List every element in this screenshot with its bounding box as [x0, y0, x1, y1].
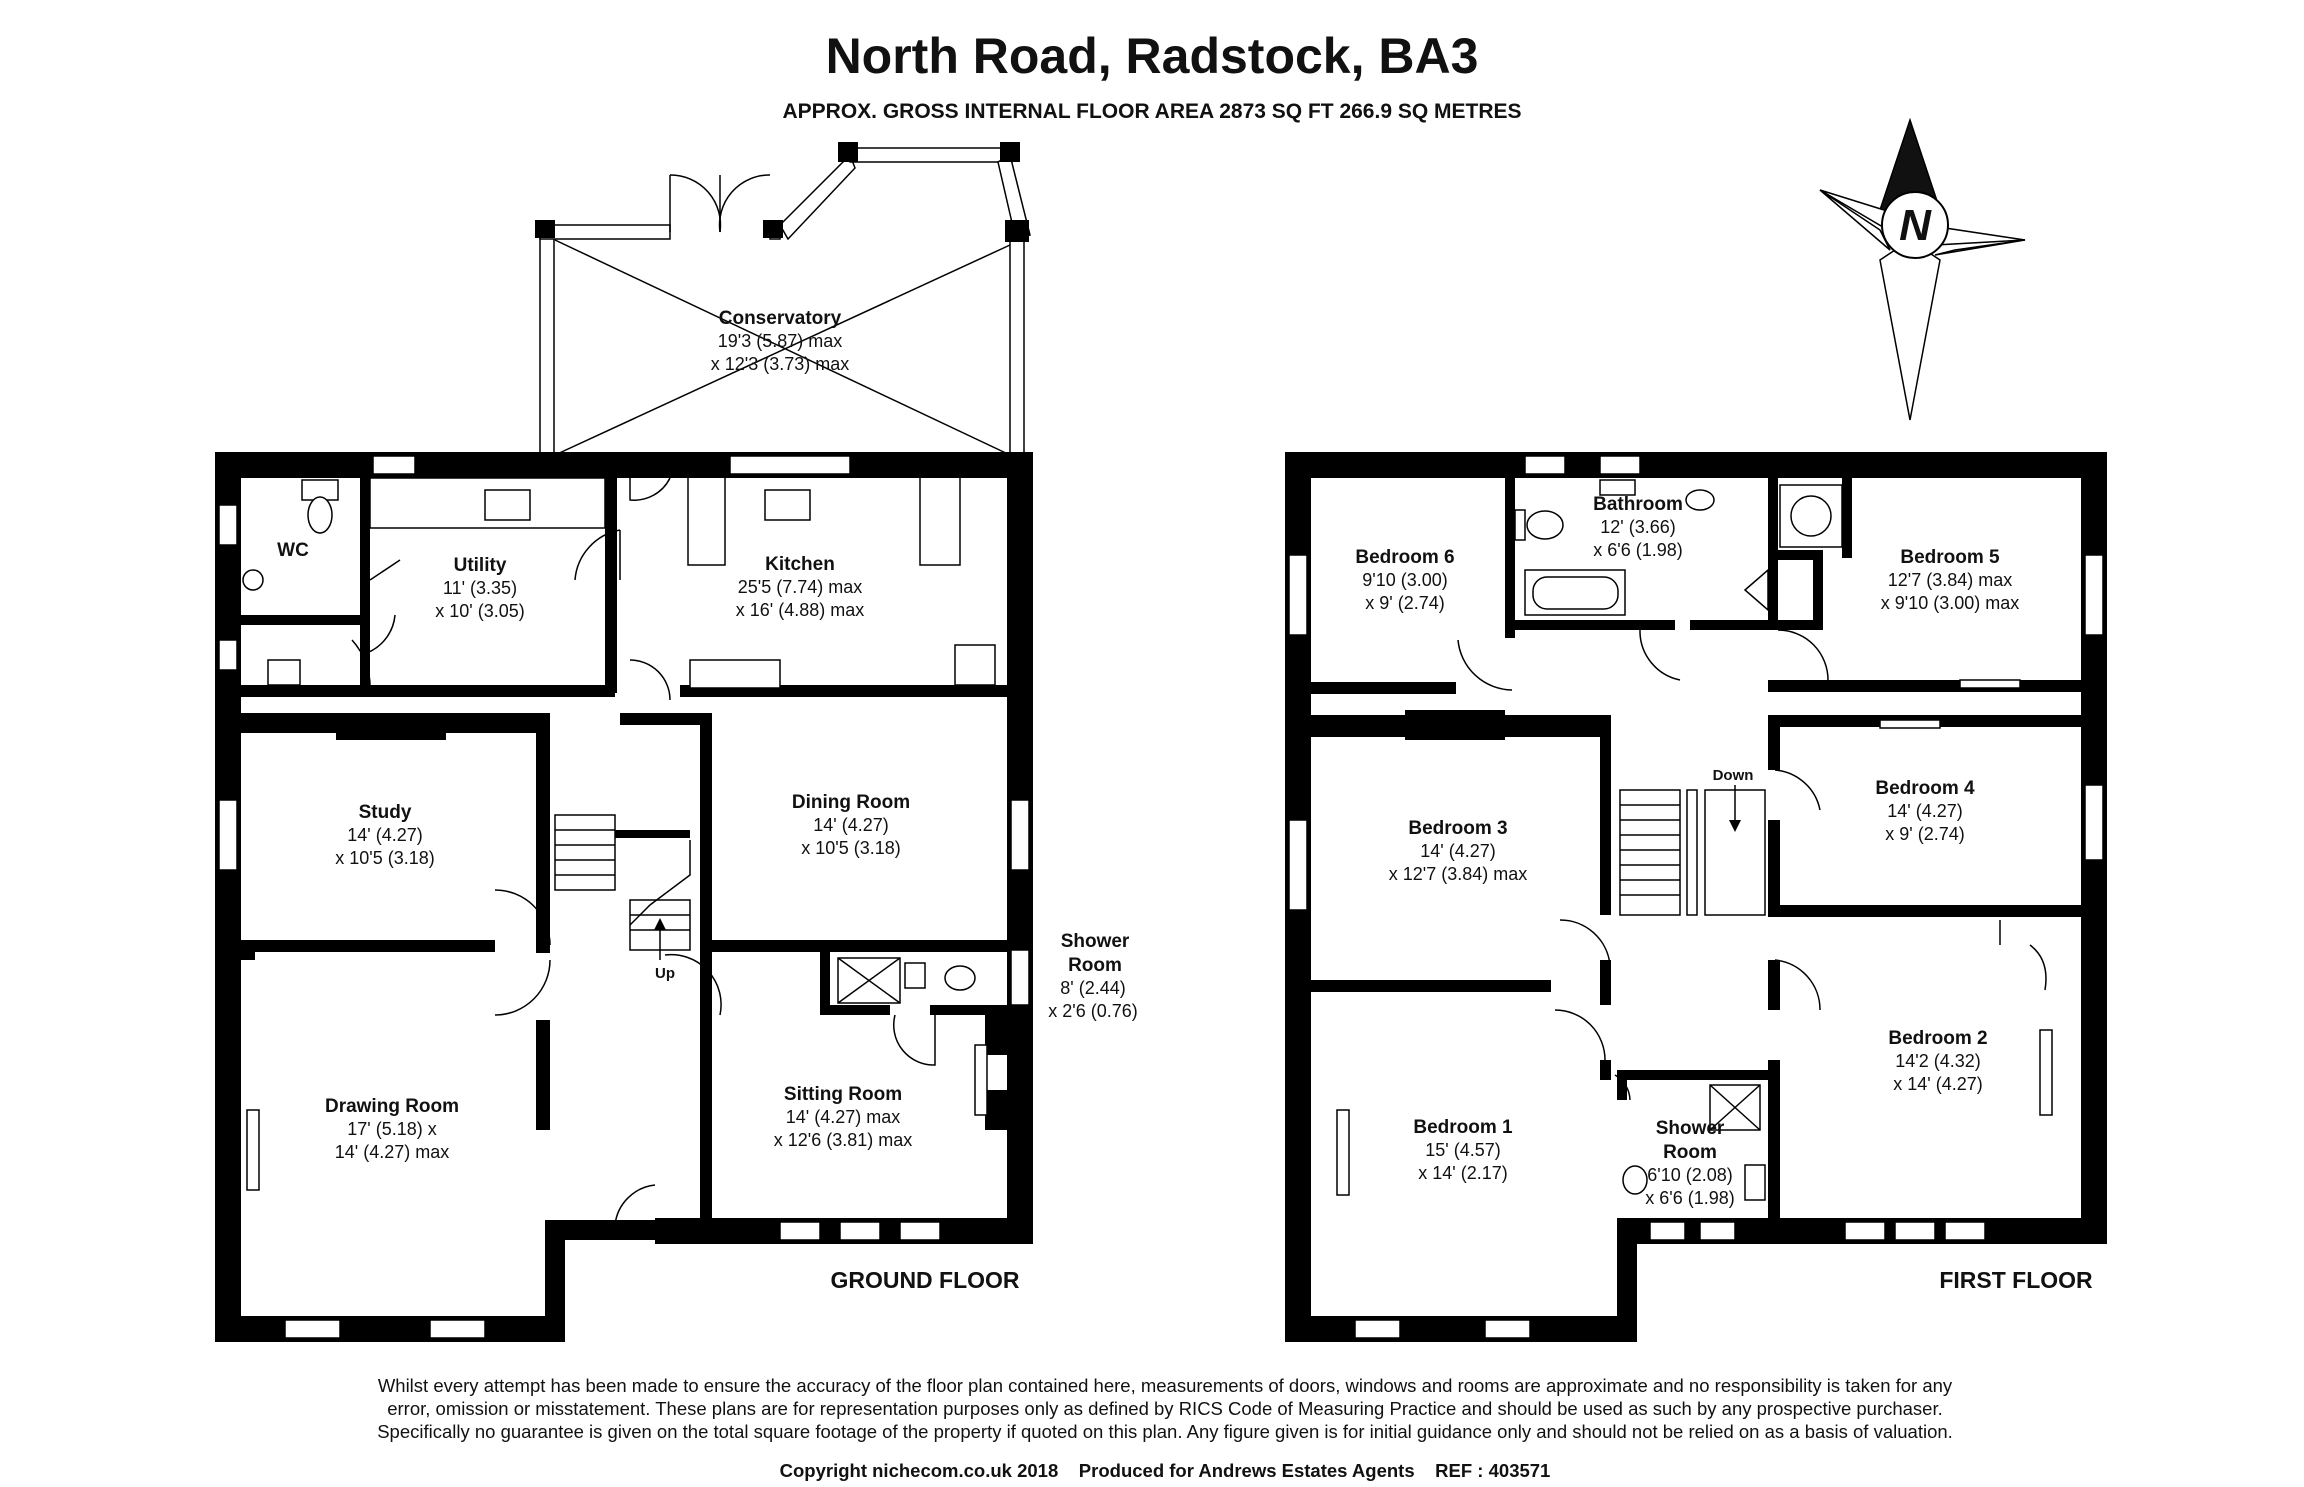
svg-text:14' (4.27): 14' (4.27) — [1420, 841, 1495, 861]
svg-text:x 12'7 (3.84) max: x 12'7 (3.84) max — [1389, 864, 1528, 884]
first-floor-stairs — [1619, 785, 1766, 916]
svg-text:8' (2.44): 8' (2.44) — [1060, 978, 1125, 998]
room-wc: WC — [277, 540, 309, 561]
svg-text:12' (3.66): 12' (3.66) — [1600, 517, 1675, 537]
svg-text:Shower: Shower — [1656, 1118, 1725, 1139]
svg-text:Bedroom 3: Bedroom 3 — [1408, 818, 1507, 839]
svg-text:Kitchen: Kitchen — [765, 554, 835, 575]
svg-text:15' (4.57): 15' (4.57) — [1425, 1140, 1500, 1160]
svg-text:Sitting Room: Sitting Room — [784, 1084, 902, 1105]
room-bedroom-5: Bedroom 5 12'7 (3.84) max x 9'10 (3.00) … — [1881, 547, 2020, 613]
compass-icon: N — [1819, 117, 2026, 421]
svg-text:14' (4.27): 14' (4.27) — [347, 825, 422, 845]
svg-text:x 10'5 (3.18): x 10'5 (3.18) — [801, 838, 901, 858]
ground-floor-plan: Conservatory 19'3 (5.87) max x 12'3 (3.7… — [215, 142, 1138, 1342]
room-conservatory: Conservatory 19'3 (5.87) max x 12'3 (3.7… — [711, 308, 850, 374]
svg-text:Room: Room — [1068, 955, 1122, 976]
svg-text:Bedroom 1: Bedroom 1 — [1413, 1117, 1513, 1138]
room-bedroom-4: Bedroom 4 14' (4.27) x 9' (2.74) — [1875, 778, 1975, 844]
disclaimer-line-1: Whilst every attempt has been made to en… — [378, 1375, 1953, 1396]
svg-text:17' (5.18) x: 17' (5.18) x — [347, 1119, 436, 1139]
svg-text:x 9' (2.74): x 9' (2.74) — [1365, 593, 1444, 613]
ground-floor-stairs — [554, 814, 691, 960]
disclaimer-line-2: error, omission or misstatement. These p… — [387, 1398, 1943, 1419]
svg-text:x 12'3 (3.73) max: x 12'3 (3.73) max — [711, 354, 850, 374]
room-ground-shower: Shower Room 8' (2.44) x 2'6 (0.76) — [1048, 931, 1137, 1021]
stair-up-label: Up — [655, 965, 675, 982]
svg-text:x 14' (4.27): x 14' (4.27) — [1893, 1074, 1982, 1094]
svg-text:14' (4.27): 14' (4.27) — [813, 815, 888, 835]
svg-text:Shower: Shower — [1061, 931, 1130, 952]
room-bedroom-1: Bedroom 1 15' (4.57) x 14' (2.17) — [1413, 1117, 1513, 1183]
floor-area-subtitle: APPROX. GROSS INTERNAL FLOOR AREA 2873 S… — [782, 100, 1521, 123]
svg-text:Study: Study — [359, 802, 412, 823]
svg-text:Conservatory: Conservatory — [719, 308, 842, 329]
svg-text:Bathroom: Bathroom — [1593, 494, 1683, 515]
first-floor-plan: Bedroom 6 9'10 (3.00) x 9' (2.74) Bathro… — [1285, 452, 2107, 1342]
svg-text:11' (3.35): 11' (3.35) — [443, 578, 517, 598]
compass-letter: N — [1899, 201, 1932, 250]
room-study: Study 14' (4.27) x 10'5 (3.18) — [335, 802, 435, 868]
copyright-line: Copyright nichecom.co.uk 2018 Produced f… — [780, 1460, 1551, 1481]
svg-text:x 14' (2.17): x 14' (2.17) — [1418, 1163, 1507, 1183]
svg-text:x 6'6 (1.98): x 6'6 (1.98) — [1645, 1188, 1734, 1208]
room-first-shower: Shower Room 6'10 (2.08) x 6'6 (1.98) — [1645, 1118, 1734, 1208]
room-bedroom-3: Bedroom 3 14' (4.27) x 12'7 (3.84) max — [1389, 818, 1528, 884]
room-utility: Utility 11' (3.35) x 10' (3.05) — [435, 555, 524, 621]
svg-text:x 2'6 (0.76): x 2'6 (0.76) — [1048, 1001, 1137, 1021]
svg-text:x 10'5 (3.18): x 10'5 (3.18) — [335, 848, 435, 868]
svg-text:Bedroom 6: Bedroom 6 — [1355, 547, 1454, 568]
svg-text:Bedroom 4: Bedroom 4 — [1875, 778, 1975, 799]
svg-text:Room: Room — [1663, 1142, 1717, 1163]
svg-text:14' (4.27): 14' (4.27) — [1887, 801, 1962, 821]
svg-text:Bedroom 5: Bedroom 5 — [1900, 547, 2000, 568]
room-kitchen: Kitchen 25'5 (7.74) max x 16' (4.88) max — [736, 554, 865, 620]
svg-text:Bedroom 2: Bedroom 2 — [1888, 1028, 1987, 1049]
svg-text:x 16' (4.88) max: x 16' (4.88) max — [736, 600, 865, 620]
disclaimer-line-3: Specifically no guarantee is given on th… — [377, 1421, 1953, 1442]
svg-text:14'2 (4.32): 14'2 (4.32) — [1895, 1051, 1981, 1071]
room-bedroom-6: Bedroom 6 9'10 (3.00) x 9' (2.74) — [1355, 547, 1454, 613]
svg-text:x 9'10 (3.00) max: x 9'10 (3.00) max — [1881, 593, 2020, 613]
svg-text:Dining Room: Dining Room — [792, 792, 910, 813]
svg-text:Drawing Room: Drawing Room — [325, 1096, 459, 1117]
svg-text:12'7 (3.84) max: 12'7 (3.84) max — [1888, 570, 2013, 590]
room-drawing-room: Drawing Room 17' (5.18) x 14' (4.27) max — [325, 1096, 459, 1162]
room-dining-room: Dining Room 14' (4.27) x 10'5 (3.18) — [792, 792, 910, 858]
svg-text:25'5 (7.74) max: 25'5 (7.74) max — [738, 577, 863, 597]
svg-text:14' (4.27) max: 14' (4.27) max — [786, 1107, 901, 1127]
room-sitting-room: Sitting Room 14' (4.27) max x 12'6 (3.81… — [774, 1084, 913, 1150]
svg-text:WC: WC — [277, 540, 309, 561]
page-title: North Road, Radstock, BA3 — [826, 28, 1479, 84]
first-floor-label: FIRST FLOOR — [1939, 1267, 2093, 1293]
svg-text:6'10 (2.08): 6'10 (2.08) — [1647, 1165, 1733, 1185]
stair-down-label: Down — [1713, 767, 1754, 784]
svg-text:x 9' (2.74): x 9' (2.74) — [1885, 824, 1964, 844]
conservatory-structure — [535, 142, 1031, 456]
svg-text:x 12'6 (3.81) max: x 12'6 (3.81) max — [774, 1130, 913, 1150]
room-bedroom-2: Bedroom 2 14'2 (4.32) x 14' (4.27) — [1888, 1028, 1987, 1094]
svg-text:x 10' (3.05): x 10' (3.05) — [435, 601, 524, 621]
svg-text:x 6'6 (1.98): x 6'6 (1.98) — [1593, 540, 1682, 560]
svg-text:9'10 (3.00): 9'10 (3.00) — [1362, 570, 1448, 590]
svg-text:Utility: Utility — [454, 555, 507, 576]
room-bathroom: Bathroom 12' (3.66) x 6'6 (1.98) — [1593, 494, 1683, 560]
ground-floor-label: GROUND FLOOR — [830, 1267, 1019, 1293]
svg-text:19'3 (5.87) max: 19'3 (5.87) max — [718, 331, 843, 351]
svg-text:14' (4.27) max: 14' (4.27) max — [335, 1142, 450, 1162]
